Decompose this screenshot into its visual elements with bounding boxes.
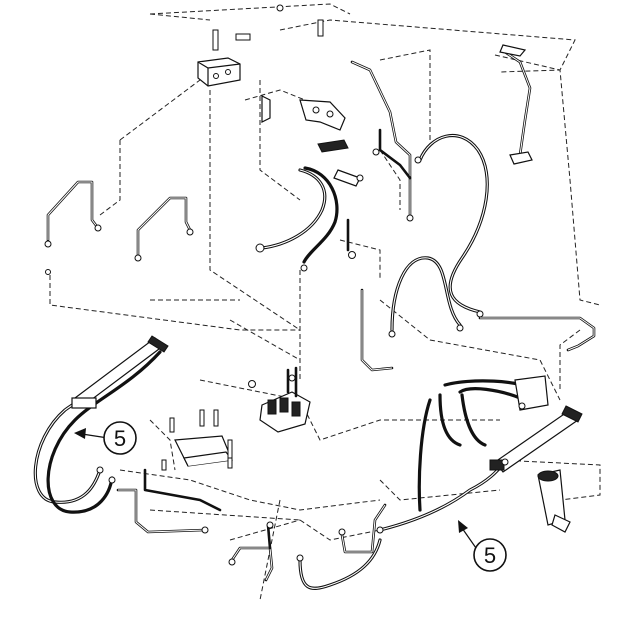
cylinder-bottom-right: [537, 469, 571, 533]
callout-right: 5: [458, 520, 507, 572]
manifold-block: [197, 19, 324, 87]
hydraulic-cylinders: [71, 335, 583, 533]
callout-label: 5: [484, 543, 496, 568]
right-side-brackets: [499, 44, 549, 411]
frame-reference-lines: [49, 3, 601, 601]
fittings: [44, 4, 509, 566]
callout-arrow-icon: [458, 520, 468, 533]
top-center-bracket: [261, 95, 361, 187]
callout-left: 5: [74, 421, 137, 455]
valve-mounting-bracket: [161, 409, 233, 471]
cylinder-left: [71, 335, 169, 409]
callout-arrow-icon: [74, 428, 86, 439]
rigid-tubes: [46, 50, 596, 582]
flexible-hoses: [33, 133, 537, 590]
callout-label: 5: [114, 426, 126, 451]
cylinder-right: [489, 405, 583, 473]
control-valve: [248, 366, 311, 433]
